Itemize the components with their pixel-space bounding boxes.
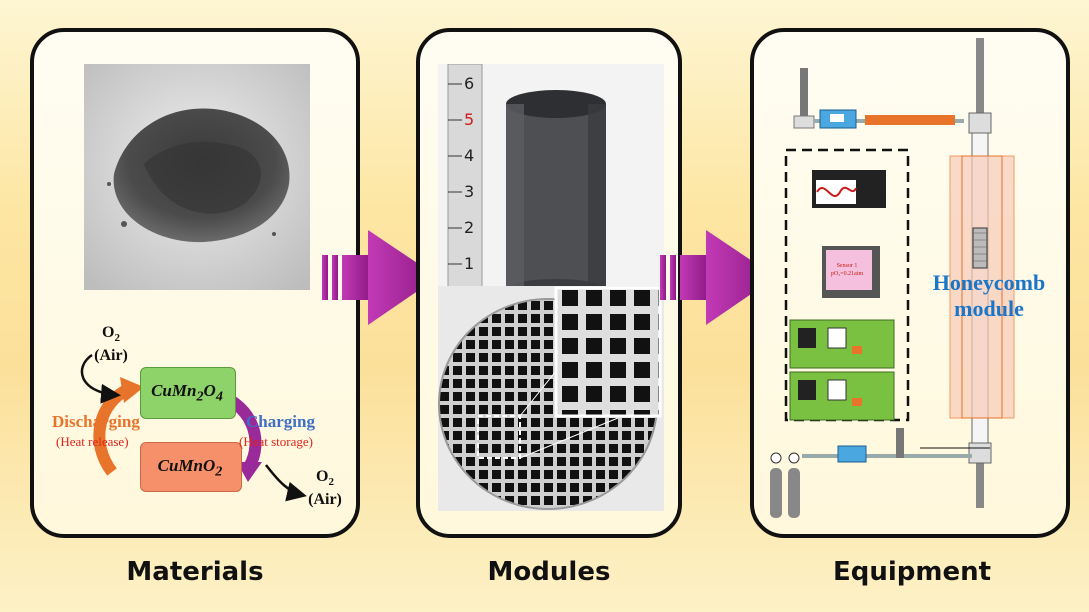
honeycomb-module-label: Honeycomb module [914,270,1064,322]
svg-text:6: 6 [464,74,474,93]
process-arrow-2 [660,230,776,325]
o2-top-label: O2(Air) [94,324,128,365]
honeycomb-label-line1: Honeycomb [932,270,1046,295]
discharging-label: Discharging [52,412,140,431]
sensor-line1: Sensor 1 [836,263,858,269]
charging-label: Charging [246,412,315,431]
sensor-line2: pO₂=0.21atm [830,271,864,277]
honeycomb-label-line2: module [954,296,1024,321]
honeycomb-photo-top [438,286,664,511]
svg-text:5: 5 [464,110,474,129]
svg-text:3: 3 [464,182,474,201]
process-arrow-1 [322,230,438,325]
svg-text:2: 2 [464,218,474,237]
svg-text:4: 4 [464,146,474,165]
heat-storage-label: (Heat storage) [239,434,313,449]
honeycomb-photo-side: 6 5 4 3 2 1 [438,64,664,304]
modules-caption: Modules [487,557,611,587]
materials-caption: Materials [126,557,264,587]
equipment-panel: Honeycomb module Sensor 1 pO₂=0.21atm [750,28,1070,538]
powder-photo [84,64,310,290]
equipment-schematic [770,38,1015,518]
equipment-caption: Equipment [832,557,992,587]
heat-release-label: (Heat release) [56,434,129,449]
cumn2o4-box [140,367,236,419]
cumno2-label: CuMnO2 [157,456,223,480]
svg-text:1: 1 [464,254,474,273]
materials-panel: CuMn2O4 CuMnO2 O2(Air) O2(Air) Dischargi… [30,28,360,538]
cumno2-box [140,442,242,492]
sensor-readout: Sensor 1 pO₂=0.21atm [822,262,872,278]
cumn2o4-label: CuMn2O4 [151,381,223,405]
o2-bottom-label: O2(Air) [308,468,342,509]
modules-panel: 6 5 4 3 2 1 [416,28,682,538]
